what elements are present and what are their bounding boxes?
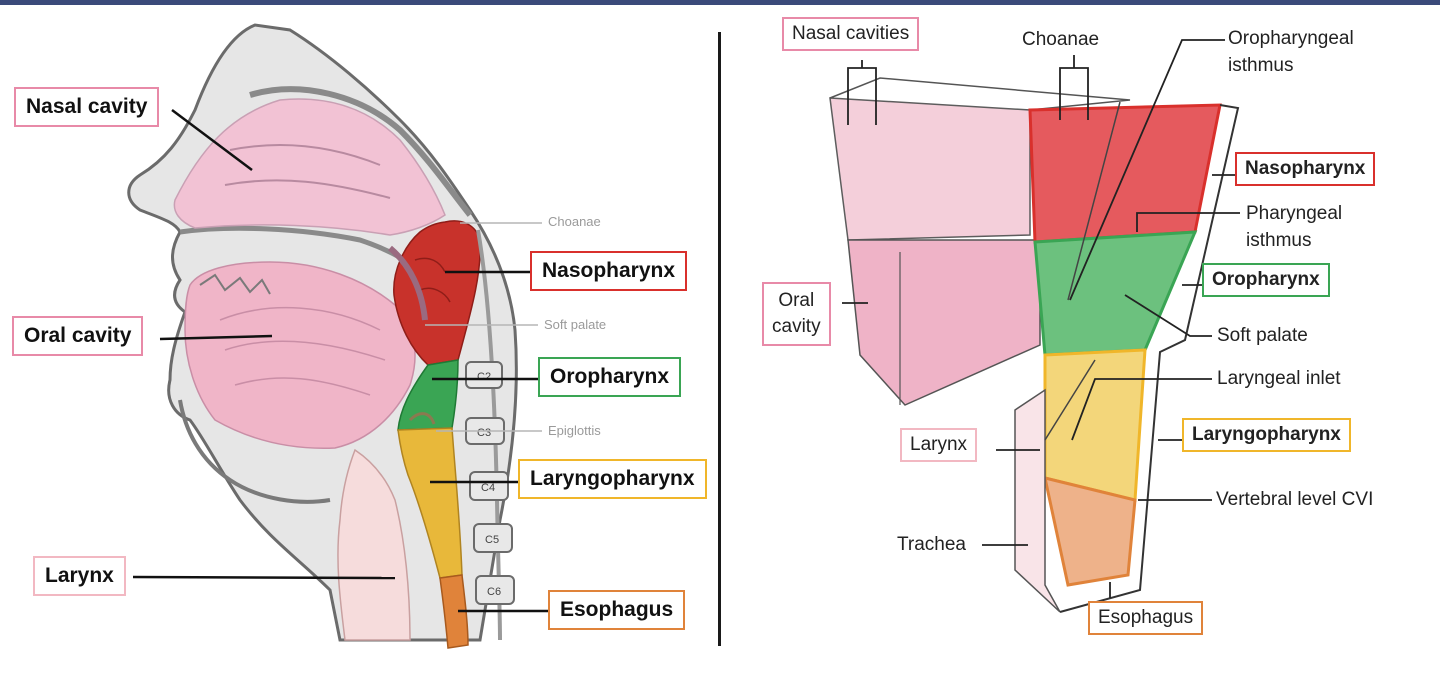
label-trachea: Trachea (897, 534, 966, 555)
vertebra-label-c4: C4 (481, 482, 495, 494)
leader-larynx (132, 575, 396, 580)
vertebra-label-c5: C5 (485, 534, 499, 546)
label-oropharyngeal-1: Oropharyngeal (1228, 28, 1354, 49)
label-pharyngeal-2: isthmus (1246, 230, 1312, 251)
label-nasopharynx: Nasopharynx (530, 251, 688, 291)
label-nasopharynx-right: Nasopharynx (1235, 152, 1376, 186)
label-oral-cavity: Oral cavity (12, 316, 144, 356)
skull-base-line (249, 86, 473, 217)
nasal-cavities-top (829, 77, 1131, 111)
schematic (829, 77, 1240, 613)
left-grey-leaders (425, 222, 542, 432)
label-esophagus-right: Esophagus (1088, 601, 1204, 635)
vertebra-label-c3: C3 (477, 427, 491, 439)
label-esophagus: Esophagus (548, 590, 686, 630)
label-oral-cavity-line2: cavity (772, 316, 821, 337)
epiglottis (408, 412, 436, 425)
vertebral-back-line (1059, 104, 1240, 613)
label-choanae-right: Choanae (1022, 29, 1100, 50)
sagittal-illustration: C2 C3 C4 C5 C6 (127, 23, 518, 649)
label-oropharynx-right: Oropharynx (1202, 263, 1330, 297)
label-larynx: Larynx (33, 556, 126, 596)
label-nasal-cavity: Nasal cavity (14, 87, 160, 127)
label-oropharyngeal-2: isthmus (1228, 55, 1294, 76)
label-soft-palate-right: Soft palate (1217, 325, 1308, 346)
oropharynx-box (1033, 230, 1198, 357)
label-larynx-right: Larynx (900, 428, 978, 462)
leader-laryngeal-inlet (1071, 378, 1212, 441)
label-pharyngeal-1: Pharyngeal (1246, 203, 1343, 224)
leader-soft-palate-r (1124, 294, 1212, 337)
vertebra-c2 (465, 361, 503, 389)
nasal-turbinate-2 (224, 179, 391, 199)
larynx-trachea-box (1014, 388, 1061, 613)
nasal-cavities-box (829, 97, 1031, 241)
leader-oropharyngeal-isthmus (1069, 39, 1225, 301)
oral-cavity-box (847, 239, 1041, 406)
left-leader-lines (132, 109, 548, 613)
leader-nasal-cavity (171, 109, 253, 171)
upper-teeth (199, 273, 271, 295)
vertebra-label-c2: C2 (477, 371, 491, 383)
nasopharynx-texture (414, 257, 451, 303)
leader-pharyngeal-isthmus (1136, 212, 1240, 232)
vertebra-c5 (473, 523, 513, 553)
leader-oral-cavity (159, 334, 273, 341)
label-epiglottis-left: Epiglottis (548, 423, 601, 438)
internal-line-2 (1044, 359, 1096, 441)
esophagus-region (439, 574, 469, 649)
nasal-turbinate-1 (229, 144, 381, 166)
lower-jaw (178, 399, 331, 504)
label-laryngopharynx: Laryngopharynx (518, 459, 707, 499)
laryngopharynx-region (397, 427, 463, 579)
label-soft-palate-left: Soft palate (544, 317, 607, 332)
label-vertebral-level: Vertebral level CVI (1216, 489, 1374, 510)
oral-cavity-region (184, 261, 416, 450)
right-leader-lines (842, 39, 1240, 598)
panel-divider (718, 32, 721, 646)
label-laryngopharynx-right: Laryngopharynx (1182, 418, 1351, 452)
tongue-muscle-lines (219, 306, 386, 396)
label-oropharynx: Oropharynx (538, 357, 682, 397)
label-oral-cavity-line1: Oral (778, 290, 815, 311)
label-choanae-left: Choanae (548, 214, 601, 229)
larynx-region (337, 448, 411, 641)
soft-palate (388, 245, 428, 321)
internal-line-1 (1067, 101, 1121, 301)
label-laryngeal-inlet: Laryngeal inlet (1217, 368, 1341, 389)
vertebra-c6 (475, 575, 515, 605)
nasal-cavity-region (173, 98, 446, 236)
esophagus-box (1043, 475, 1137, 587)
laryngopharynx-box (1043, 348, 1147, 502)
top-bar (0, 0, 1440, 5)
label-nasal-cavities: Nasal cavities (782, 17, 920, 51)
vertebra-label-c6: C6 (487, 586, 501, 598)
label-oral-cavity-right: Oral cavity (762, 282, 831, 346)
vertebra-c4 (469, 471, 509, 501)
